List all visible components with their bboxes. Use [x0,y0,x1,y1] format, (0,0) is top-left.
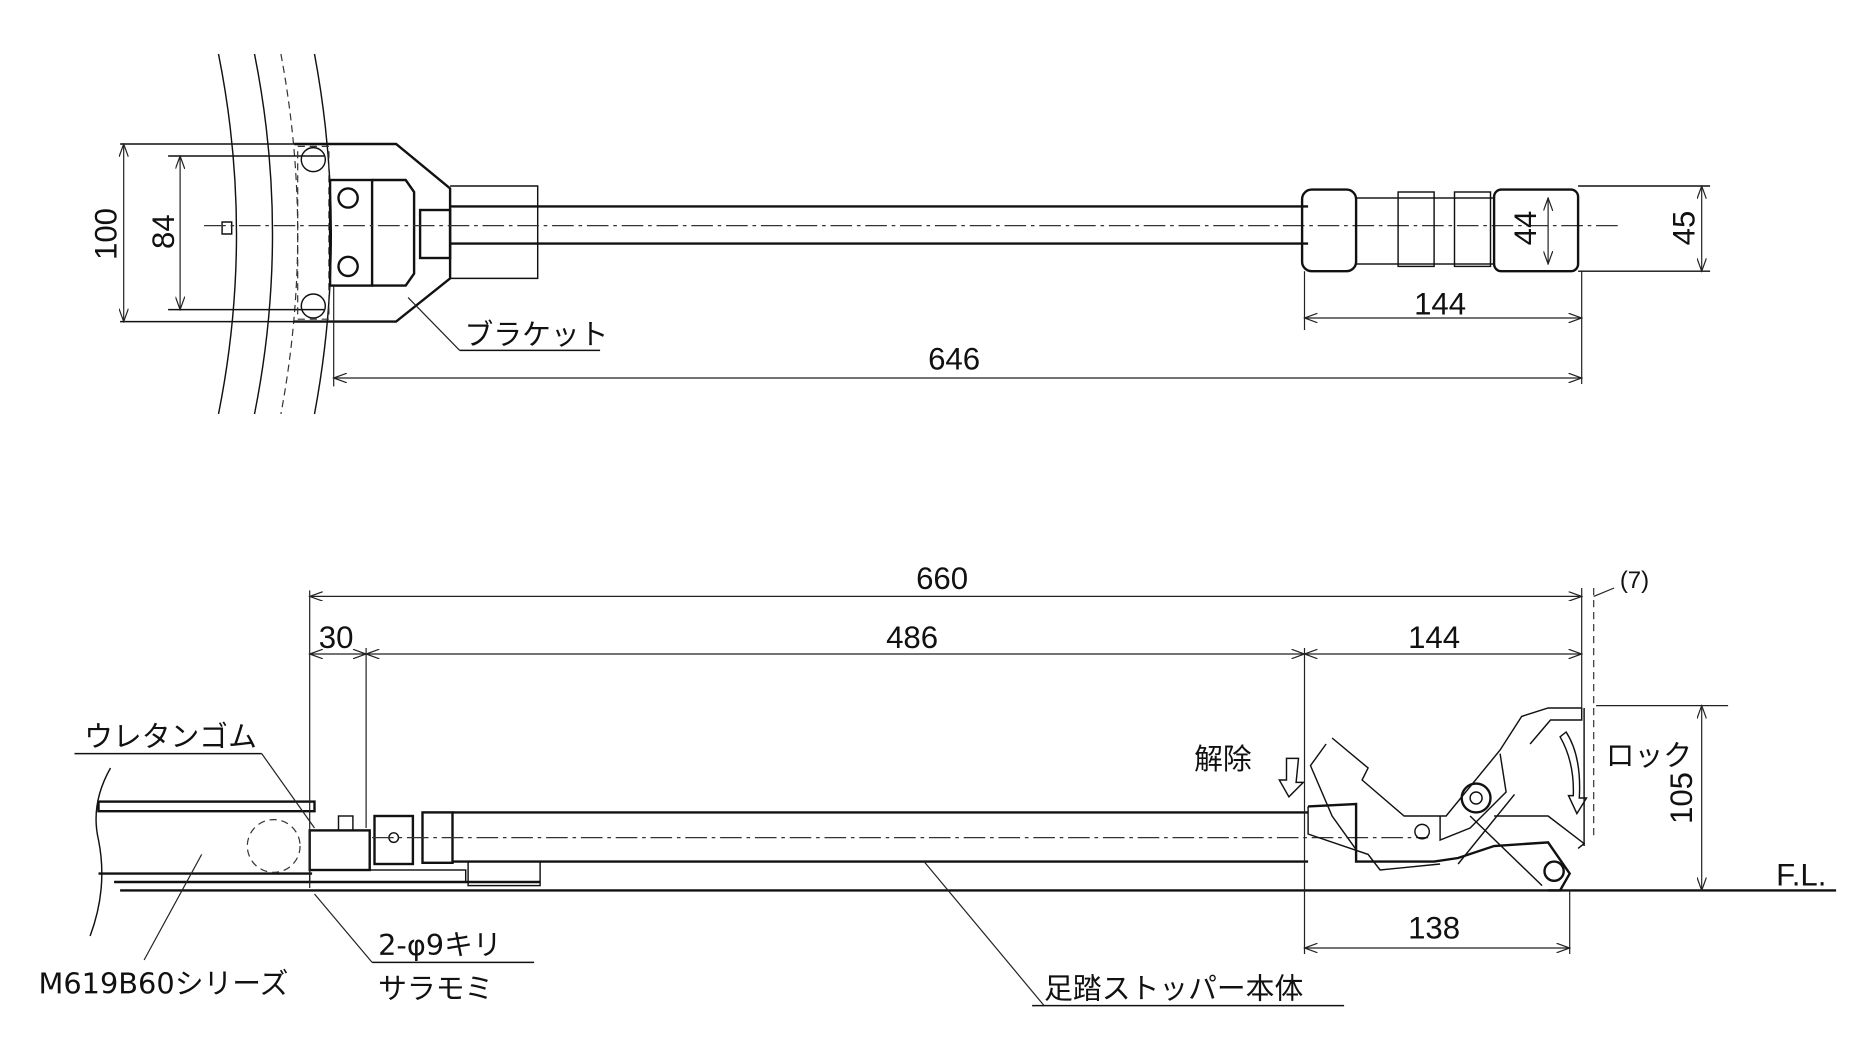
release-label: 解除 [1194,742,1252,776]
dim-105: 105 [1664,772,1699,824]
series-label: M619B60シリーズ [39,967,289,1001]
caster-frame [89,767,541,937]
floor-label: F.L. [1776,858,1826,893]
dim-144-side: 144 [1408,620,1460,655]
callouts: ウレタンゴム M619B60シリーズ 2-φ9キリ サラモミ 足踏ストッパー本体 [39,719,1345,1007]
dim-7: (7) [1620,567,1649,594]
pedal-mechanism: 解除 ロック [1194,707,1692,892]
side-dimensions: 660 (7) 30 486 144 105 138 [310,561,1729,954]
stopper-tube-top [204,185,1711,273]
dim-138: 138 [1408,910,1460,945]
release-arrow-icon [1278,757,1306,798]
side-view: F.L. [39,561,1837,1007]
countersink-label: サラモミ [378,971,493,1005]
dim-486: 486 [886,620,938,655]
bracket-label: ブラケット [465,317,609,351]
dim-44: 44 [1508,211,1543,246]
dim-660: 660 [916,561,968,596]
dim-144-top: 144 [1414,286,1466,321]
mounting-ring-arcs [217,53,333,415]
top-view: 100 84 44 45 144 646 ブラケット [89,53,1711,415]
holes-label: 2-φ9キリ [378,928,502,962]
bracket-callout: ブラケット [407,297,609,351]
bolt-icon [300,146,327,173]
dim-646: 646 [928,342,980,377]
urethane-label: ウレタンゴム [84,719,257,753]
stopper-body-label: 足踏ストッパー本体 [1044,971,1303,1005]
lock-label: ロック [1606,739,1692,773]
stopper-body-side [372,811,1429,864]
bolt-icon [300,293,327,319]
dim-45: 45 [1667,211,1702,246]
lock-arrow-icon [1559,730,1588,816]
dim-84: 84 [146,214,181,249]
dim-30: 30 [319,620,354,655]
bracket [120,142,539,323]
top-dimensions: 100 84 44 45 144 646 [89,144,1702,387]
dim-100: 100 [89,208,124,260]
